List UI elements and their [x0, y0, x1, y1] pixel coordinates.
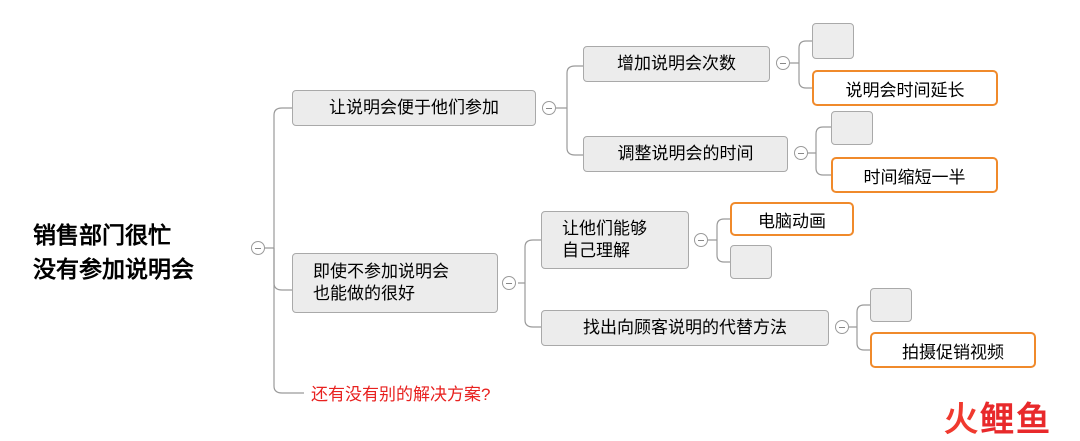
collapse-toggle-icon[interactable] [542, 101, 556, 115]
branch-node-2[interactable]: 即使不参加说明会 也能做的很好 [292, 253, 498, 313]
leaf-node-4[interactable]: 拍摄促销视频 [870, 332, 1036, 368]
branch-node-1-label: 让说明会便于他们参加 [329, 98, 499, 117]
leaf-node-4-label: 拍摄促销视频 [902, 342, 1004, 362]
watermark-part-1: 火 [944, 401, 980, 439]
child-node-2-label: 调整说明会的时间 [617, 144, 754, 163]
root-line-1: 销售部门很忙 [33, 222, 171, 248]
root-topic[interactable]: 销售部门很忙 没有参加说明会 [33, 218, 243, 286]
leaf-node-1[interactable]: 说明会时间延长 [812, 70, 998, 106]
empty-node[interactable] [730, 245, 772, 279]
branch-node-1[interactable]: 让说明会便于他们参加 [292, 90, 536, 126]
root-line-2: 没有参加说明会 [33, 256, 194, 282]
watermark-part-2: 鲤鱼 [980, 401, 1052, 439]
leaf-node-3-label: 电脑动画 [758, 211, 826, 231]
open-question-text[interactable]: 还有没有别的解决方案? [311, 385, 491, 404]
watermark-logo: 火鲤鱼 [944, 392, 1052, 441]
empty-node[interactable] [831, 111, 873, 145]
child-node-1[interactable]: 增加说明会次数 [583, 46, 770, 82]
collapse-toggle-icon[interactable] [694, 233, 708, 247]
collapse-toggle-icon[interactable] [776, 56, 790, 70]
child-node-2[interactable]: 调整说明会的时间 [583, 136, 788, 172]
branch-node-2-line-1: 即使不参加说明会 [313, 262, 449, 281]
collapse-toggle-icon[interactable] [835, 320, 849, 334]
leaf-node-3[interactable]: 电脑动画 [730, 202, 854, 236]
collapse-toggle-icon[interactable] [502, 276, 516, 290]
child-node-1-label: 增加说明会次数 [617, 54, 736, 73]
child-node-3[interactable]: 让他们能够 自己理解 [541, 211, 689, 269]
leaf-node-2[interactable]: 时间缩短一半 [831, 157, 998, 193]
child-node-3-line-2: 自己理解 [562, 241, 630, 260]
child-node-4[interactable]: 找出向顾客说明的代替方法 [541, 310, 829, 346]
empty-node[interactable] [812, 23, 854, 59]
leaf-node-2-label: 时间缩短一半 [863, 167, 966, 187]
child-node-3-line-1: 让他们能够 [562, 219, 647, 238]
collapse-toggle-icon[interactable] [251, 241, 265, 255]
branch-node-2-line-2: 也能做的很好 [313, 284, 415, 303]
leaf-node-1-label: 说明会时间延长 [845, 80, 965, 100]
collapse-toggle-icon[interactable] [794, 146, 808, 160]
empty-node[interactable] [870, 288, 912, 322]
child-node-4-label: 找出向顾客说明的代替方法 [583, 318, 787, 337]
